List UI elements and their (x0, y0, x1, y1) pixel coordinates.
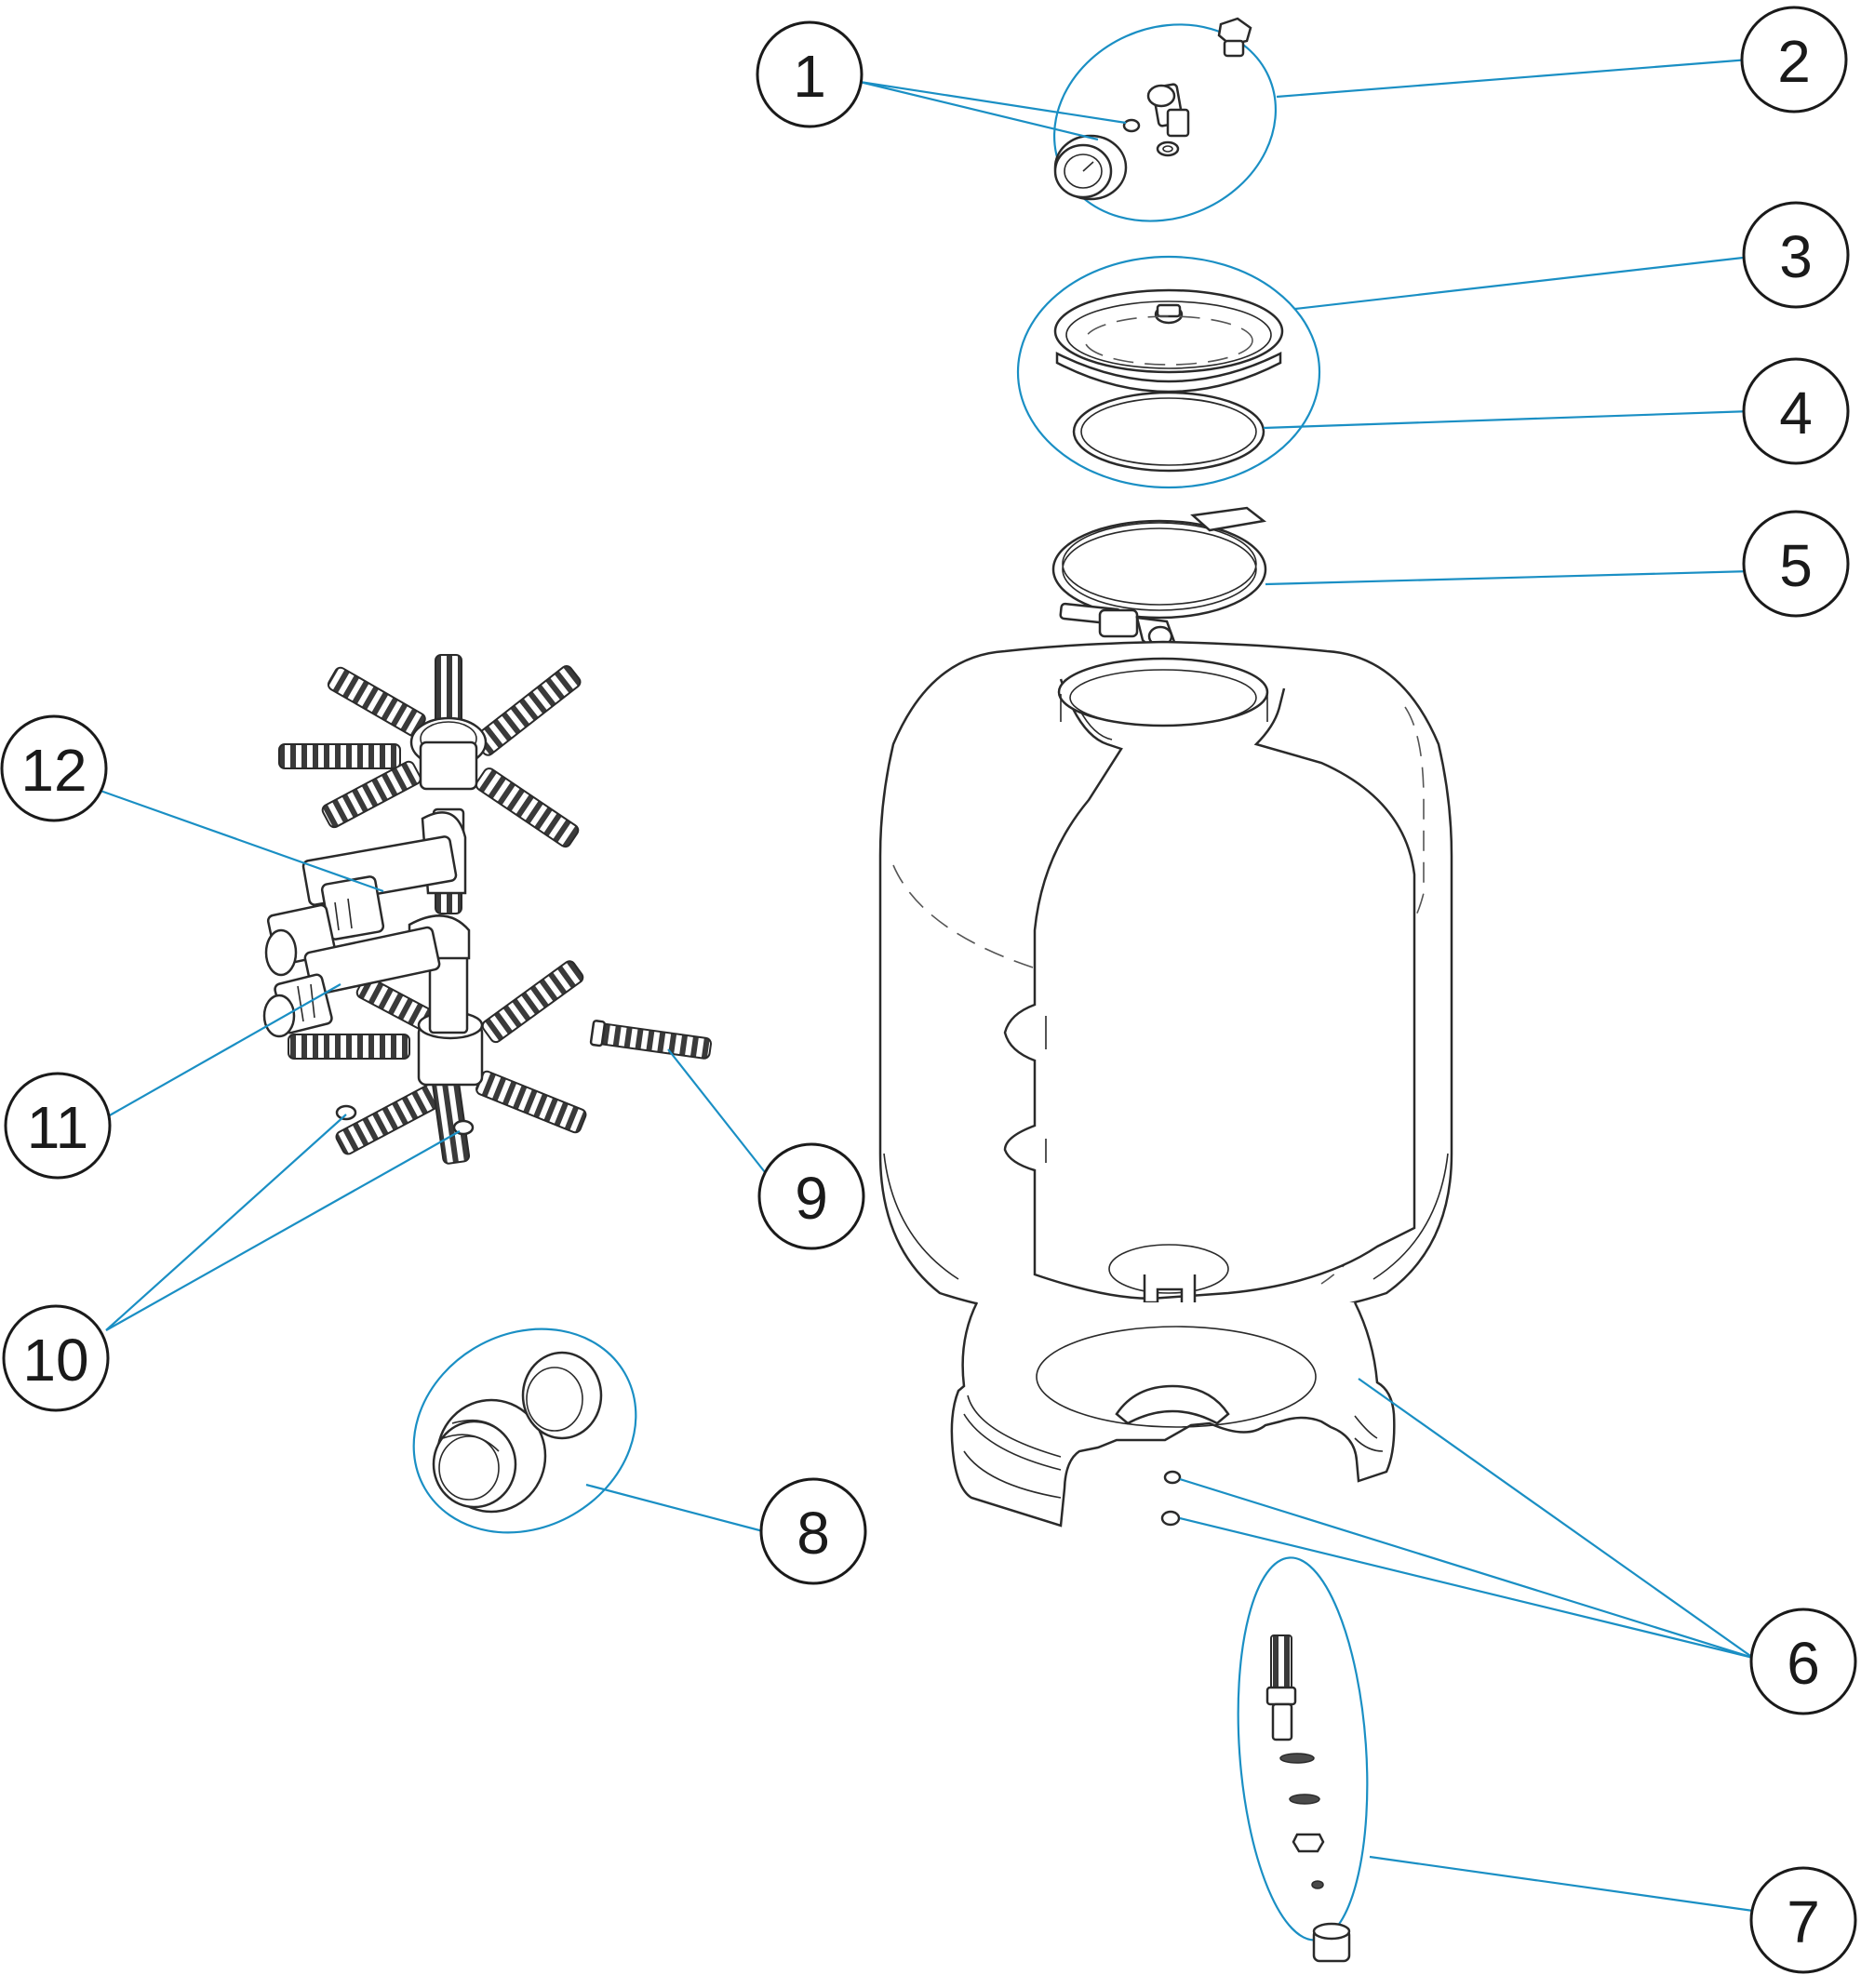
lateral-cap-1 (335, 1104, 357, 1121)
leader-4 (1263, 409, 1752, 430)
callout-6: 6 (1749, 1608, 1857, 1715)
callout-12: 12 (0, 714, 108, 822)
drain-cap (1312, 1922, 1351, 1963)
single-lateral (589, 1020, 713, 1060)
drain-group (1237, 1556, 1369, 1963)
drain-washer (1311, 1880, 1324, 1889)
callout-8: 8 (759, 1477, 867, 1585)
callout-10-label: 10 (22, 1327, 88, 1394)
washer-lower (1156, 140, 1180, 157)
leader-1b (859, 80, 1099, 141)
leader-10b (105, 1130, 461, 1331)
drain-nut (1292, 1833, 1325, 1853)
base-washer (1163, 1470, 1182, 1485)
lid (1053, 288, 1284, 394)
base-nut (1160, 1510, 1181, 1527)
fittings-group-ring (1052, 23, 1278, 222)
union-tail (521, 1351, 603, 1440)
callout-5-label: 5 (1779, 532, 1813, 599)
lower-laterals (288, 960, 587, 1165)
callout-2: 2 (1740, 6, 1848, 113)
elbow-fitting (1146, 83, 1190, 138)
pressure-gauge (1053, 134, 1128, 201)
callout-12-label: 12 (20, 737, 87, 804)
o-ring (1072, 391, 1265, 473)
leader-9 (667, 1048, 766, 1173)
leader-6a (1358, 1378, 1754, 1659)
callout-9-label: 9 (795, 1165, 828, 1232)
callout-6-label: 6 (1787, 1630, 1820, 1697)
callout-3-label: 3 (1779, 223, 1813, 290)
filter-tank (878, 640, 1453, 1528)
lid-group-ring (1016, 255, 1321, 489)
callout-4: 4 (1742, 357, 1850, 465)
drain-screen (1265, 1634, 1297, 1741)
union-group (412, 1328, 637, 1534)
lid-group (1016, 255, 1321, 489)
leader-lines (100, 58, 1754, 1913)
leader-8 (585, 1483, 764, 1533)
tank-base (950, 1301, 1396, 1528)
leader-7 (1369, 1855, 1754, 1913)
leader-11 (107, 983, 341, 1117)
clamp-ring (1051, 506, 1267, 653)
leader-6b (1179, 1477, 1754, 1660)
callout-7-label: 7 (1787, 1888, 1820, 1955)
leader-6c (1179, 1516, 1754, 1660)
callout-7: 7 (1749, 1866, 1857, 1974)
lower-collector (262, 914, 587, 1165)
leader-2 (1276, 58, 1750, 99)
washer-small (1122, 118, 1141, 133)
leader-12 (100, 789, 384, 893)
leader-3 (1294, 255, 1752, 311)
callout-1: 1 (756, 20, 864, 128)
callout-2-label: 2 (1777, 28, 1811, 95)
leader-10a (105, 1114, 347, 1331)
air-vent-knob (1217, 17, 1252, 58)
union-group-ring (412, 1328, 637, 1534)
callout-10: 10 (2, 1304, 110, 1412)
callout-11-label: 11 (27, 1094, 88, 1161)
callout-9: 9 (757, 1142, 865, 1250)
callout-8-label: 8 (797, 1500, 830, 1567)
drain-gasket-2 (1289, 1794, 1320, 1805)
leader-5 (1265, 569, 1752, 586)
callout-5: 5 (1742, 510, 1850, 618)
leader-1a (859, 80, 1127, 125)
union-nut (432, 1398, 547, 1514)
callout-1-label: 1 (793, 43, 826, 110)
callout-4-label: 4 (1779, 380, 1813, 447)
callout-3: 3 (1742, 201, 1850, 309)
fittings-group (1052, 17, 1278, 222)
callout-11: 11 (4, 1072, 112, 1180)
drain-gasket-1 (1279, 1753, 1315, 1764)
drain-group-ring (1237, 1556, 1369, 1941)
upper-collector (264, 654, 582, 977)
